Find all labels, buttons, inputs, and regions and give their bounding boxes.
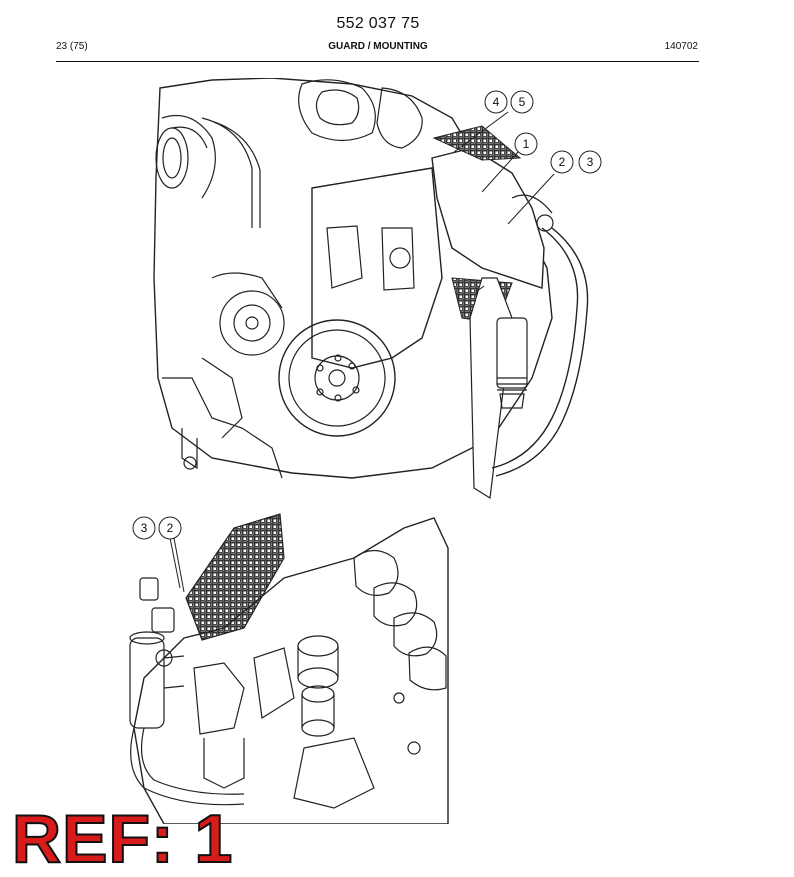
- callout-3: 3: [132, 516, 156, 540]
- svg-text:3: 3: [141, 521, 148, 535]
- callout-4: 4: [484, 90, 508, 114]
- callout-1: 1: [514, 132, 538, 156]
- doc-number: 552 037 75: [336, 15, 420, 32]
- callout-5: 5: [510, 90, 534, 114]
- svg-text:4: 4: [493, 95, 500, 109]
- svg-text:2: 2: [559, 155, 566, 169]
- header-rule: [56, 61, 699, 62]
- page-reference: 23 (75): [56, 41, 88, 52]
- callout-2: 2: [158, 516, 182, 540]
- svg-text:5: 5: [519, 95, 526, 109]
- callout-3: 3: [578, 150, 602, 174]
- svg-text:1: 1: [523, 137, 530, 151]
- section-title: GUARD / MOUNTING: [328, 41, 428, 52]
- engine-guard-illustration-top: 4 5 1 2 3: [152, 78, 612, 508]
- date-code: 140702: [664, 41, 698, 52]
- callout-2: 2: [550, 150, 574, 174]
- ref-stamp: REF: 1: [11, 801, 234, 877]
- engine-guard-illustration-bottom: 3 2: [104, 488, 450, 824]
- svg-text:2: 2: [167, 521, 174, 535]
- svg-text:3: 3: [587, 155, 594, 169]
